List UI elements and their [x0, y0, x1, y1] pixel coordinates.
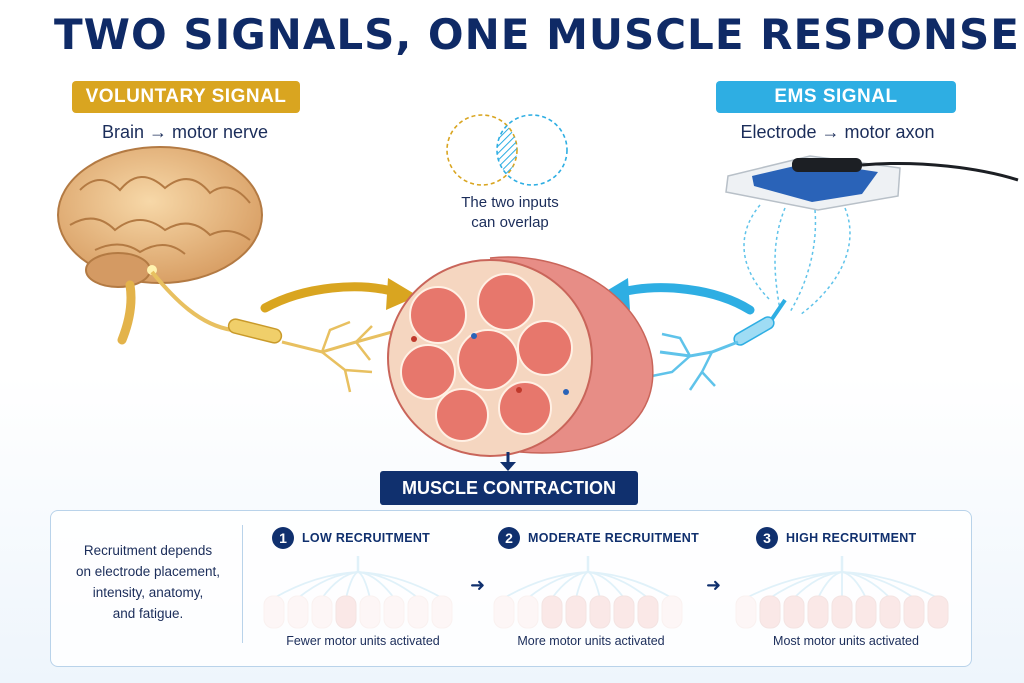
stage-label: HIGH RECRUITMENT	[786, 531, 917, 545]
page-title: TWO SIGNALS, ONE MUSCLE RESPONSE	[54, 10, 1020, 59]
muscle-cross-section	[387, 256, 654, 457]
stage-low-header: 1 LOW RECRUITMENT	[272, 526, 430, 550]
overlap-venn-icon	[446, 114, 568, 186]
recruitment-note: Recruitment depends on electrode placeme…	[62, 540, 234, 624]
muscle-contraction-label: MUSCLE CONTRACTION	[380, 471, 638, 505]
ems-signal-path: Electrode → motor axon	[740, 122, 935, 142]
stage-high-header: 3 HIGH RECRUITMENT	[756, 526, 917, 550]
recruitment-note-line2: on electrode placement,	[75, 564, 221, 579]
stage-label: MODERATE RECRUITMENT	[528, 531, 700, 545]
voluntary-signal-path: Brain → motor nerve	[101, 122, 269, 142]
ems-signal-badge: EMS SIGNAL	[716, 81, 956, 113]
stage-number-badge: 2	[498, 527, 520, 549]
motor-axon	[651, 298, 787, 391]
ems-field-lines	[743, 204, 851, 316]
stage-label: LOW RECRUITMENT	[302, 531, 431, 545]
overlap-caption-line2: can overlap	[471, 214, 549, 231]
stage-high-caption: Most motor units activated	[773, 634, 919, 648]
motor-nerve	[150, 270, 393, 393]
arrow-right-icon: ➜	[706, 575, 722, 595]
arrow-right-icon: ➜	[470, 575, 486, 595]
recruitment-note-line3: intensity, anatomy,	[92, 585, 204, 600]
brain-icon	[57, 146, 263, 345]
overlap-caption: The two inputs can overlap	[430, 193, 590, 233]
recruitment-note-line1: Recruitment depends	[83, 543, 213, 558]
stage-number-badge: 1	[272, 527, 294, 549]
down-arrow-icon	[500, 452, 516, 471]
voluntary-arrow	[260, 278, 418, 313]
voluntary-signal-badge: VOLUNTARY SIGNAL	[72, 81, 300, 113]
stage-low-caption: Fewer motor units activated	[286, 634, 440, 648]
stage-moderate-header: 2 MODERATE RECRUITMENT	[498, 526, 699, 550]
overlap-caption-line1: The two inputs	[461, 194, 559, 211]
electrode-icon	[725, 155, 1019, 211]
stage-moderate-caption: More motor units activated	[517, 634, 665, 648]
recruitment-note-line4: and fatigue.	[112, 606, 184, 621]
stage-number-badge: 3	[756, 527, 778, 549]
panel-divider	[242, 525, 243, 643]
